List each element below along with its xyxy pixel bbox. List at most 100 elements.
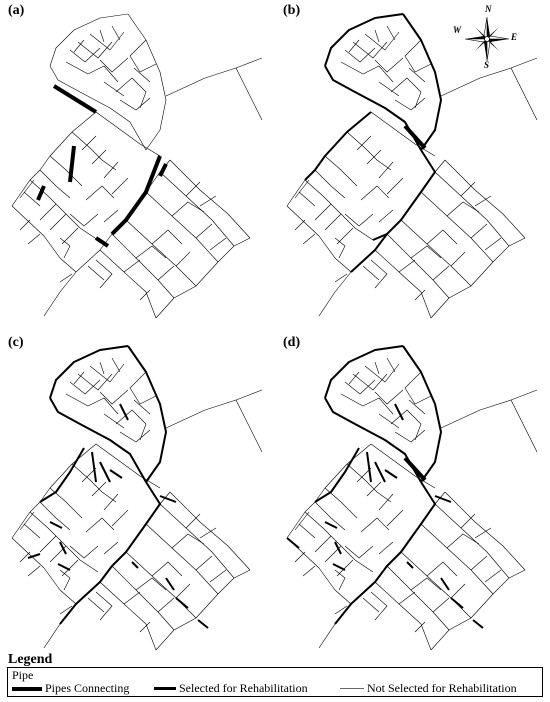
pipe-not-selected-49 (426, 229, 458, 245)
pipe-not-selected-14 (378, 81, 400, 97)
pipe-not-selected-52 (398, 259, 416, 273)
pipe-not-selected-11 (390, 77, 422, 109)
pipe-not-selected-29 (81, 135, 97, 151)
pipe-not-selected-27 (61, 227, 79, 245)
pipe-not-selected-49 (151, 561, 183, 577)
pipe-not-selected-47 (446, 533, 480, 549)
pipe-not-selected-14 (378, 413, 400, 429)
pipe-not-selected-45 (374, 249, 432, 319)
pipe-selected-rehab-16 (384, 469, 398, 479)
pipe-not-selected-15 (408, 399, 426, 415)
pipe-not-selected-3 (440, 389, 538, 429)
pipe-selected-rehab-15 (472, 619, 484, 629)
pipe-not-selected-28 (75, 159, 171, 273)
pipe-not-selected-20 (29, 179, 99, 241)
pipe-not-selected-5 (69, 379, 101, 395)
pipe-not-selected-55 (199, 527, 217, 539)
pipe-not-selected-24 (95, 111, 161, 157)
pipe-not-selected-7 (89, 363, 125, 383)
medium-line-swatch-icon (154, 687, 176, 690)
pipe-not-selected-34 (69, 545, 99, 559)
panel-label-b: (b) (283, 3, 301, 18)
pipe-not-selected-27 (336, 559, 354, 577)
pipe-not-selected-50 (135, 245, 167, 259)
pipe-not-selected-6 (352, 373, 388, 391)
pipe-not-selected-50 (410, 577, 442, 591)
pipe-selected-rehab-2 (49, 397, 147, 483)
pipe-connecting-5 (36, 185, 46, 201)
pipe-selected-rehab-13 (165, 577, 175, 591)
pipe-not-selected-24 (95, 443, 161, 489)
pipe-not-selected-36 (23, 523, 41, 539)
pipe-not-selected-56 (370, 259, 388, 289)
pipe-not-selected-52 (398, 591, 416, 605)
pipe-selected-rehab-0 (324, 13, 404, 67)
map-panel-d: (d) (275, 332, 545, 654)
pipe-selected-rehab-16 (109, 469, 123, 479)
pipe-selected-rehab-3 (59, 481, 161, 625)
pipe-not-selected-37 (294, 179, 310, 199)
pipe-selected-rehab-14 (450, 597, 464, 609)
pipe-not-selected-47 (446, 201, 480, 217)
pipe-not-selected-34 (344, 213, 374, 227)
pipe-not-selected-23 (71, 463, 117, 503)
pipe-not-selected-31 (378, 161, 394, 179)
compass-south-label: S (484, 60, 490, 70)
pipe-not-selected-55 (474, 527, 492, 539)
legend-label-not-selected: Not Selected for Rehabilitation (367, 681, 517, 695)
pipe-not-selected-27 (336, 227, 354, 245)
pipe-not-selected-38 (334, 237, 346, 259)
legend-item-selected: Selected for Rehabilitation (154, 681, 308, 696)
pipe-not-selected-17 (374, 361, 380, 375)
pipe-not-selected-42 (125, 551, 197, 619)
pipe-not-selected-45 (374, 581, 432, 651)
pipe-not-selected-21 (39, 501, 71, 531)
pipe-not-selected-35 (378, 541, 394, 555)
pipe-not-selected-36 (298, 523, 316, 539)
pipe-not-selected-15 (133, 67, 151, 83)
legend-box: Pipe Pipes Connecting Selected for Rehab… (7, 667, 543, 697)
pipe-not-selected-51 (450, 583, 466, 599)
pipe-not-selected-5 (344, 47, 376, 63)
pipe-not-selected-14 (103, 81, 125, 97)
network-map-d (286, 345, 538, 651)
pipe-not-selected-51 (450, 251, 466, 267)
pipe-not-selected-56 (95, 591, 113, 621)
pipe-not-selected-50 (135, 577, 167, 591)
pipe-selected-rehab-15 (197, 619, 209, 629)
pipe-selected-rehab-8 (334, 541, 342, 555)
pipe-selected-rehab-6 (99, 461, 111, 483)
pipe-not-selected-4 (235, 67, 263, 121)
pipe-not-selected-34 (69, 213, 99, 227)
pipe-not-selected-7 (89, 31, 125, 51)
pipe-selected-rehab-12 (406, 561, 414, 569)
pipe-not-selected-46 (185, 181, 201, 197)
pipe-not-selected-5 (69, 47, 101, 63)
pipe-not-selected-60 (302, 233, 316, 245)
pipe-not-selected-41 (145, 191, 219, 263)
pipe-not-selected-4 (510, 67, 538, 121)
thin-line-swatch-icon (340, 688, 364, 689)
pipe-not-selected-47 (171, 201, 205, 217)
pipe-not-selected-30 (366, 481, 382, 497)
map-panel-c: (c) (0, 332, 270, 654)
pipe-not-selected-35 (103, 209, 119, 223)
pipe-not-selected-12 (394, 429, 426, 443)
legend-label-pipes-connecting: Pipes Connecting (45, 681, 130, 695)
pipe-not-selected-17 (374, 29, 380, 43)
panel-label-c: (c) (8, 335, 24, 350)
pipe-not-selected-31 (103, 161, 119, 179)
pipe-not-selected-10 (374, 57, 404, 73)
pipe-not-selected-61 (59, 273, 73, 283)
pipe-selected-rehab-9 (286, 537, 300, 549)
pipe-not-selected-16 (111, 25, 121, 41)
pipe-not-selected-31 (103, 493, 119, 511)
pipe-not-selected-46 (185, 513, 201, 529)
pipe-selected-rehab-8 (59, 541, 67, 555)
pipe-not-selected-54 (484, 569, 502, 583)
pipe-selected-rehab-14 (175, 597, 189, 609)
pipe-not-selected-7 (364, 31, 400, 51)
pipe-not-selected-60 (302, 565, 316, 577)
pipe-not-selected-62 (139, 621, 151, 633)
pipe-not-selected-52 (123, 591, 141, 605)
